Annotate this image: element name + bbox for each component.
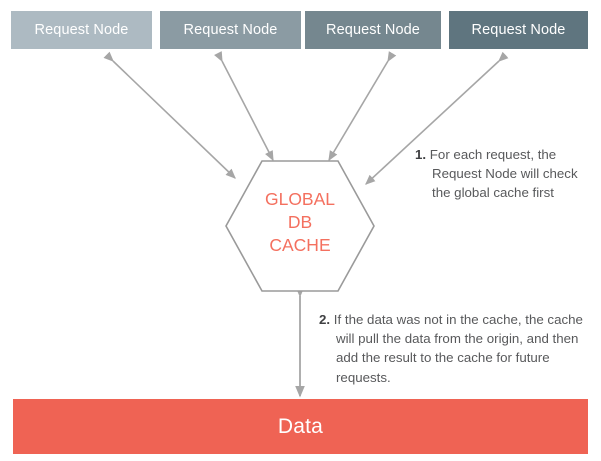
annotation-1-number: 1.: [415, 147, 427, 162]
request-node-label-2: Request Node: [183, 22, 278, 38]
cache-label-line-2: DB: [287, 212, 313, 232]
annotation-1-text: For each request, the Request Node will …: [429, 147, 578, 201]
hexagon-shape: [225, 160, 375, 292]
request-node-label-4: Request Node: [471, 22, 566, 38]
annotation-2-number: 2.: [319, 312, 331, 327]
annotation-step-1: 1. For each request, the Request Node wi…: [415, 145, 597, 203]
data-store-label: Data: [277, 414, 324, 438]
request-node-box-1[interactable]: Request Node: [11, 11, 152, 49]
request-node-label-1: Request Node: [34, 22, 129, 38]
request-node-box-3[interactable]: Request Node: [305, 11, 441, 49]
arrow-node3-to-cache: [328, 51, 397, 162]
data-store-bar[interactable]: Data: [13, 399, 588, 454]
arrow-node2-to-cache: [214, 51, 274, 162]
request-node-box-2[interactable]: Request Node: [160, 11, 301, 49]
cache-label: GLOBAL DB CACHE: [223, 188, 377, 257]
request-node-label-3: Request Node: [326, 22, 420, 38]
annotation-2-text: If the data was not in the cache, the ca…: [333, 312, 583, 385]
request-node-box-4[interactable]: Request Node: [449, 11, 588, 49]
annotation-step-2: 2. If the data was not in the cache, the…: [319, 310, 595, 387]
arrow-node1-to-cache: [103, 51, 236, 179]
cache-label-line-3: CACHE: [269, 235, 331, 255]
cache-label-line-1: GLOBAL: [264, 189, 336, 209]
global-db-cache-hexagon[interactable]: GLOBAL DB CACHE: [223, 158, 377, 294]
